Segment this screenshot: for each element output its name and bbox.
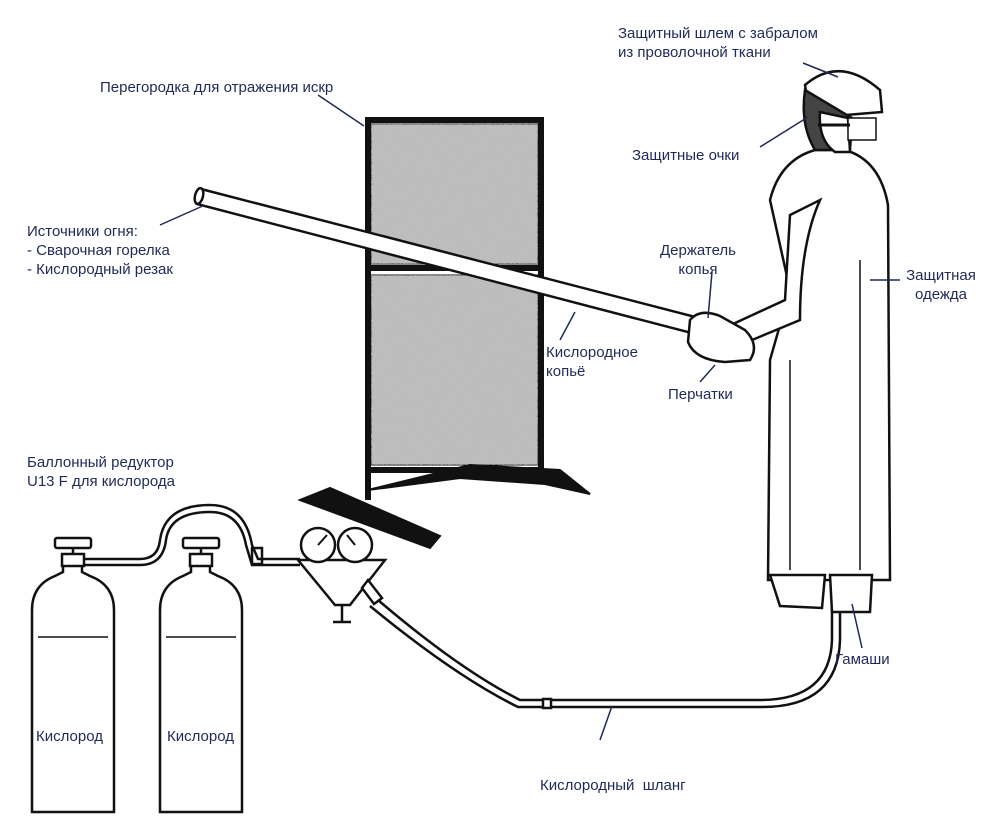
label-cylinder-left: Кислород	[36, 728, 103, 745]
worker-drawing	[686, 70, 892, 614]
label-fire-sources: Источники огня: - Сварочная горелка - Ки…	[27, 223, 173, 278]
cylinder-left-drawing	[30, 536, 116, 814]
label-regulator: Баллонный редуктор U13 F для кислорода	[27, 454, 175, 490]
label-oxygen-hose: Кислородный шланг	[540, 777, 686, 794]
label-spark-screen: Перегородка для отражения искр	[100, 79, 334, 96]
pressure-regulator-drawing	[295, 526, 388, 624]
label-gloves: Перчатки	[668, 386, 733, 403]
spark-screen	[297, 117, 591, 550]
label-goggles: Защитные очки	[632, 147, 740, 164]
label-protective-clothing: Защитная одежда	[906, 267, 976, 303]
manifold-pipes	[84, 503, 300, 567]
leader-lines	[159, 62, 900, 741]
label-cylinder-right: Кислород	[167, 728, 234, 745]
label-gaiters: Гамаши	[835, 651, 890, 668]
label-oxygen-lance: Кислородное копьё	[546, 344, 638, 380]
label-lance-holder: Держатель копья	[659, 242, 736, 278]
cylinder-right-drawing	[158, 536, 244, 814]
label-helmet: Защитный шлем с забралом из проволочной …	[618, 25, 818, 61]
